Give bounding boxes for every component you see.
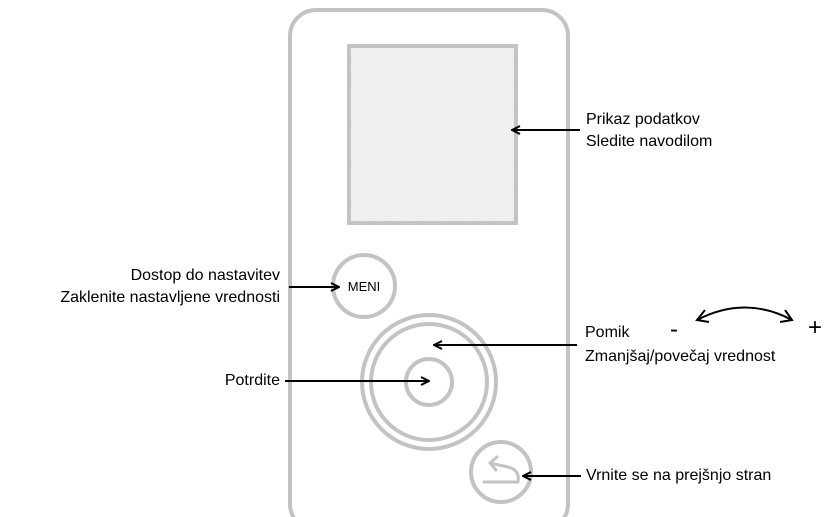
display-label: Prikaz podatkov Sledite navodilom [586, 109, 712, 153]
menu-label-line1: Dostop do nastavitev [130, 267, 280, 284]
display-label-line2: Sledite navodilom [586, 133, 713, 150]
back-button[interactable] [469, 440, 533, 504]
device-outline [288, 8, 570, 517]
menu-button-label: MENI [348, 279, 381, 294]
back-label: Vrnite se na prejšnjo stran [586, 467, 772, 484]
scroll-minus-sign: - [670, 316, 678, 343]
menu-label: Dostop do nastavitev Zaklenite nastavlje… [60, 265, 280, 309]
return-arrow-icon [482, 455, 520, 484]
scroll-label-line2: Zmanjšaj/povečaj vrednost [585, 348, 776, 365]
scroll-label-line1: Pomik [585, 324, 630, 341]
display-screen [347, 44, 518, 225]
curved-double-arrow-icon [695, 306, 794, 323]
confirm-label: Potrdite [224, 372, 280, 389]
scroll-plus-sign: + [808, 314, 823, 341]
display-label-line1: Prikaz podatkov [586, 111, 700, 128]
menu-label-line2: Zaklenite nastavljene vrednosti [60, 289, 280, 306]
